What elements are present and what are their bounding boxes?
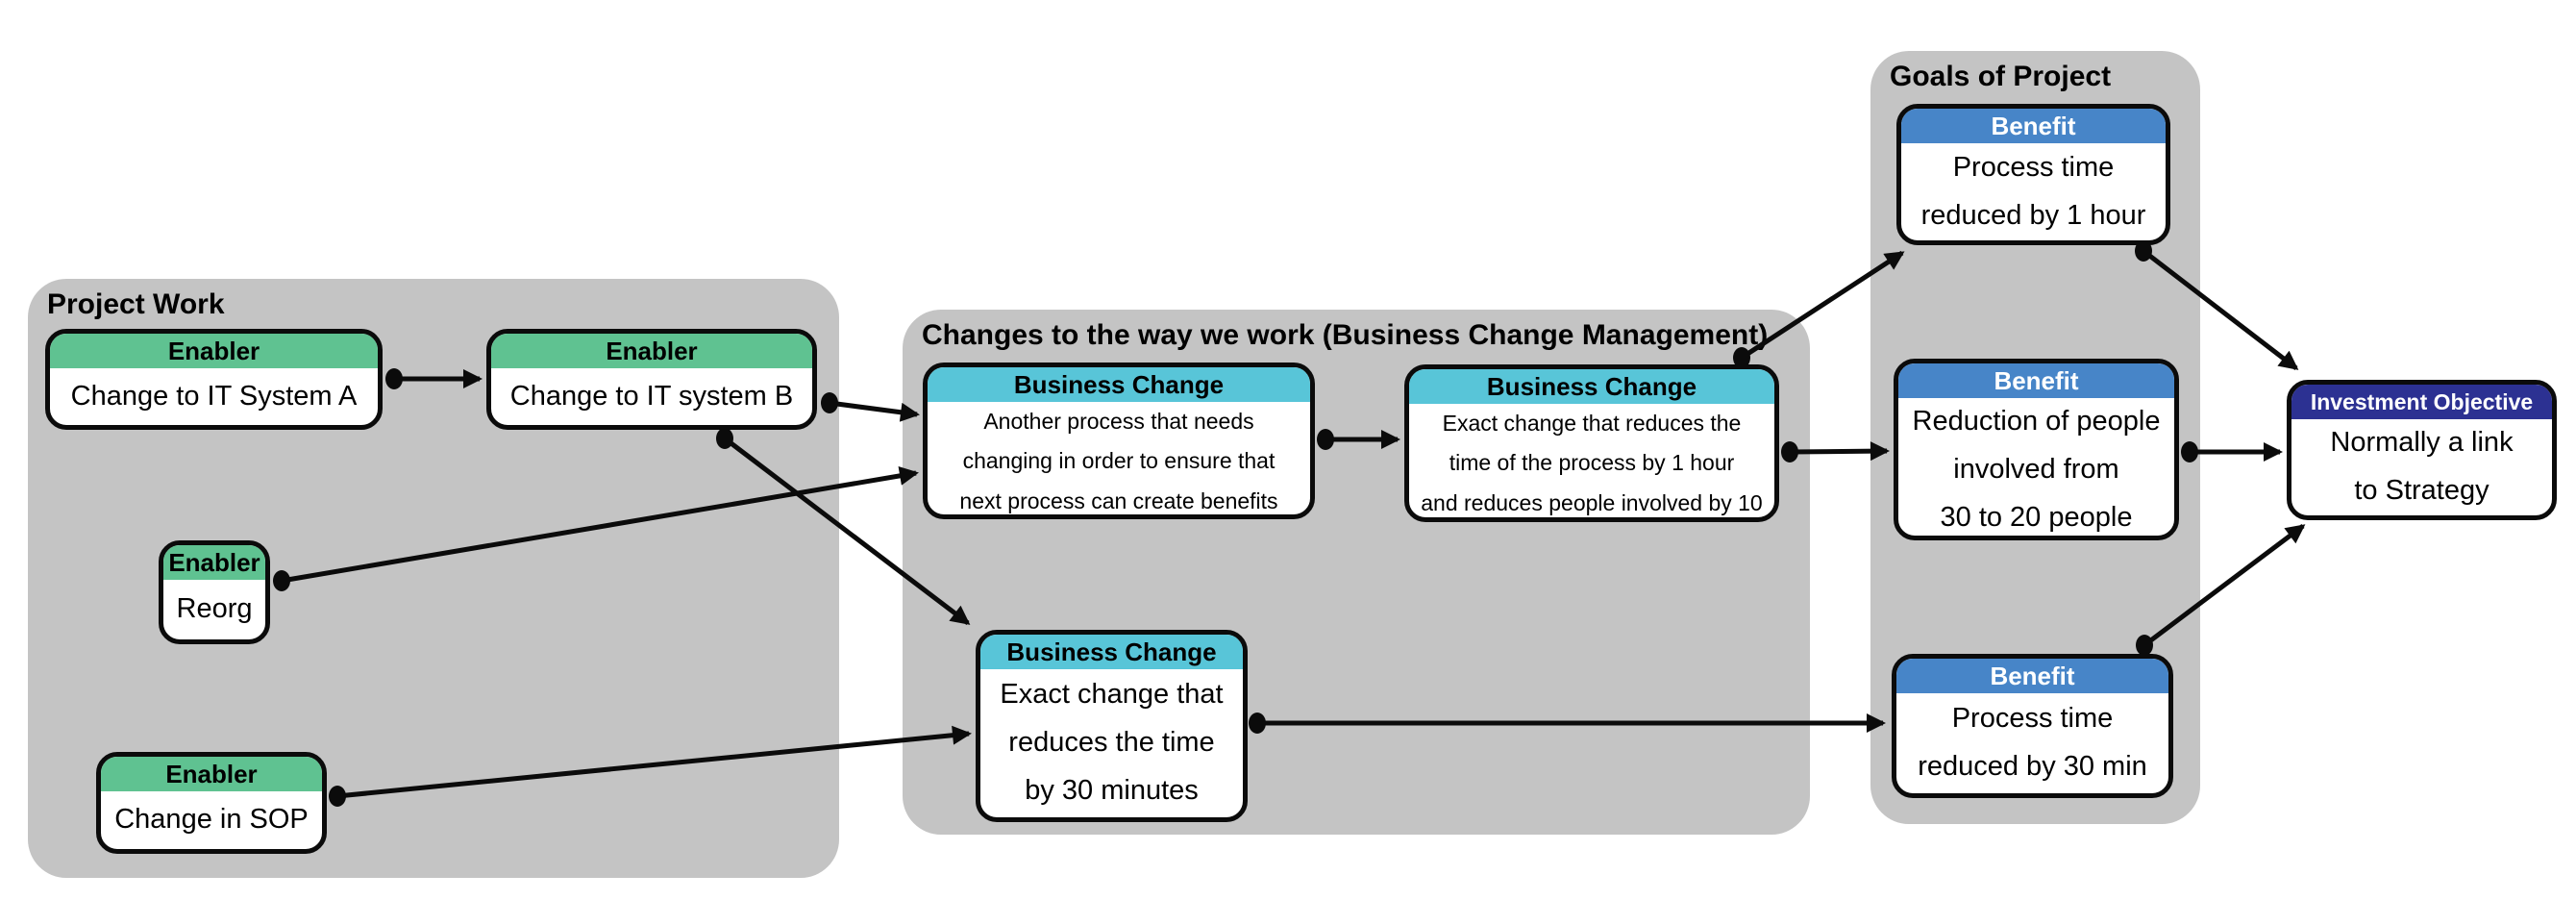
node-header-benefit: Benefit [1896,659,2168,693]
node-header-benefit: Benefit [1901,109,2166,143]
node-benefit-reduction-of-people[interactable]: Benefit Reduction of people involved fro… [1894,359,2179,540]
node-benefit-process-time-1-hour[interactable]: Benefit Process time reduced by 1 hour [1896,104,2170,245]
node-body: Change in SOP [114,804,309,836]
node-header-enabler: Enabler [101,757,322,791]
node-benefit-process-time-30-min[interactable]: Benefit Process time reduced by 30 min [1892,654,2173,798]
node-body: Change to IT system B [509,380,794,412]
group-business-change-management-label: Changes to the way we work (Business Cha… [922,319,1769,351]
node-header-enabler: Enabler [491,334,812,368]
node-enabler-change-in-sop[interactable]: Enabler Change in SOP [96,752,327,854]
node-investment-objective[interactable]: Investment Objective Normally a link to … [2287,380,2557,520]
node-body: Reorg [176,593,253,625]
node-enabler-change-to-it-system-a[interactable]: Enabler Change to IT System A [45,329,383,430]
node-body: Normally a link to Strategy [2330,427,2514,506]
node-body: Process time reduced by 30 min [1918,703,2147,782]
node-header-business-change: Business Change [928,367,1310,402]
node-body: Reduction of people involved from 30 to … [1912,406,2161,533]
node-body: Process time reduced by 1 hour [1920,151,2146,231]
node-header-enabler: Enabler [163,545,265,580]
node-body: Exact change that reduces the time by 30… [1000,679,1224,806]
node-body: Change to IT System A [70,380,358,412]
group-project-work-label: Project Work [47,288,225,320]
node-header-investment-objective: Investment Objective [2291,385,2552,419]
node-business-change-reduce-1-hour[interactable]: Business Change Exact change that reduce… [1404,364,1779,522]
node-header-business-change: Business Change [980,635,1243,669]
node-business-change-reduce-30-minutes[interactable]: Business Change Exact change that reduce… [976,630,1248,822]
node-header-enabler: Enabler [50,334,378,368]
node-enabler-change-to-it-system-b[interactable]: Enabler Change to IT system B [486,329,817,430]
node-enabler-reorg[interactable]: Enabler Reorg [159,540,270,644]
node-body: Another process that needs changing in o… [959,409,1278,513]
node-business-change-another-process[interactable]: Business Change Another process that nee… [923,362,1315,519]
group-goals-of-project-label: Goals of Project [1890,61,2112,92]
node-body: Exact change that reduces the time of th… [1421,411,1763,515]
node-header-benefit: Benefit [1898,363,2174,398]
node-header-business-change: Business Change [1409,369,1774,404]
